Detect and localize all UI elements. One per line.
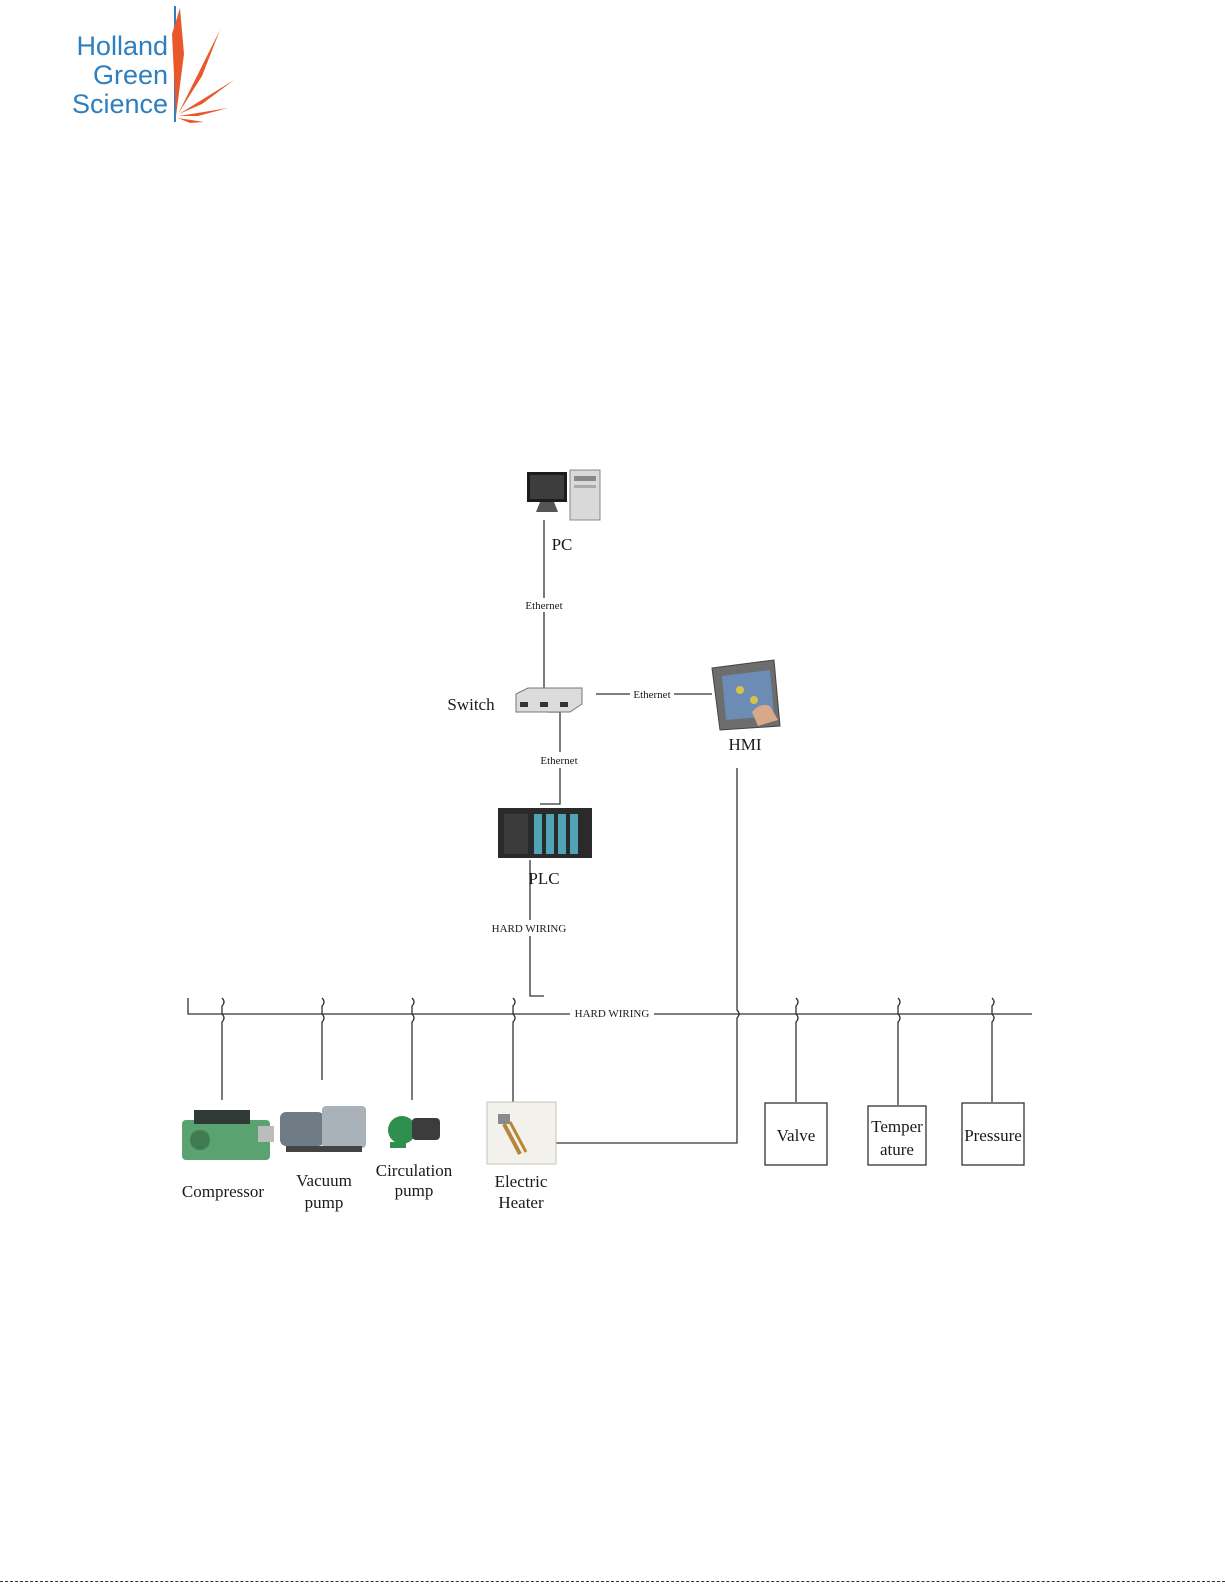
vacuum-pump-label-line1: Vacuum bbox=[296, 1171, 352, 1190]
circulation-pump-label-line1: Circulation bbox=[376, 1161, 453, 1180]
network-switch-icon bbox=[516, 688, 582, 712]
plc-rack-icon bbox=[498, 808, 592, 858]
pc-label: PC bbox=[552, 535, 573, 554]
electric-heater-label-line1: Electric bbox=[495, 1172, 548, 1191]
vacuum-pump-label-line2: pump bbox=[305, 1193, 344, 1212]
vacuum-pump-icon bbox=[280, 1106, 366, 1152]
pressure-label: Pressure bbox=[964, 1126, 1022, 1145]
switch-label: Switch bbox=[447, 695, 495, 714]
temperature-label-line1: Temper bbox=[871, 1117, 923, 1136]
temperature-label-line2: ature bbox=[880, 1140, 914, 1159]
plc-bus-link-label: HARD WIRING bbox=[492, 923, 567, 935]
electric-heater-icon bbox=[487, 1102, 556, 1164]
desktop-computer-icon bbox=[527, 470, 600, 520]
switch-plc-link-label: Ethernet bbox=[540, 755, 577, 767]
hmi-label: HMI bbox=[728, 735, 761, 754]
compressor-label: Compressor bbox=[182, 1182, 265, 1201]
circulation-pump-label-line2: pump bbox=[395, 1181, 434, 1200]
bus-link-label: HARD WIRING bbox=[575, 1008, 650, 1020]
pc-switch-link-label: Ethernet bbox=[525, 600, 562, 612]
page-footer-rule bbox=[0, 1581, 1225, 1582]
valve-label: Valve bbox=[777, 1126, 816, 1145]
compressor-icon bbox=[182, 1110, 274, 1160]
circulation-pump-icon bbox=[388, 1116, 440, 1148]
electric-heater-label-line2: Heater bbox=[498, 1193, 544, 1212]
switch-hmi-link-label: Ethernet bbox=[633, 689, 670, 701]
touch-panel-icon bbox=[712, 660, 780, 730]
plc-label: PLC bbox=[528, 869, 559, 888]
